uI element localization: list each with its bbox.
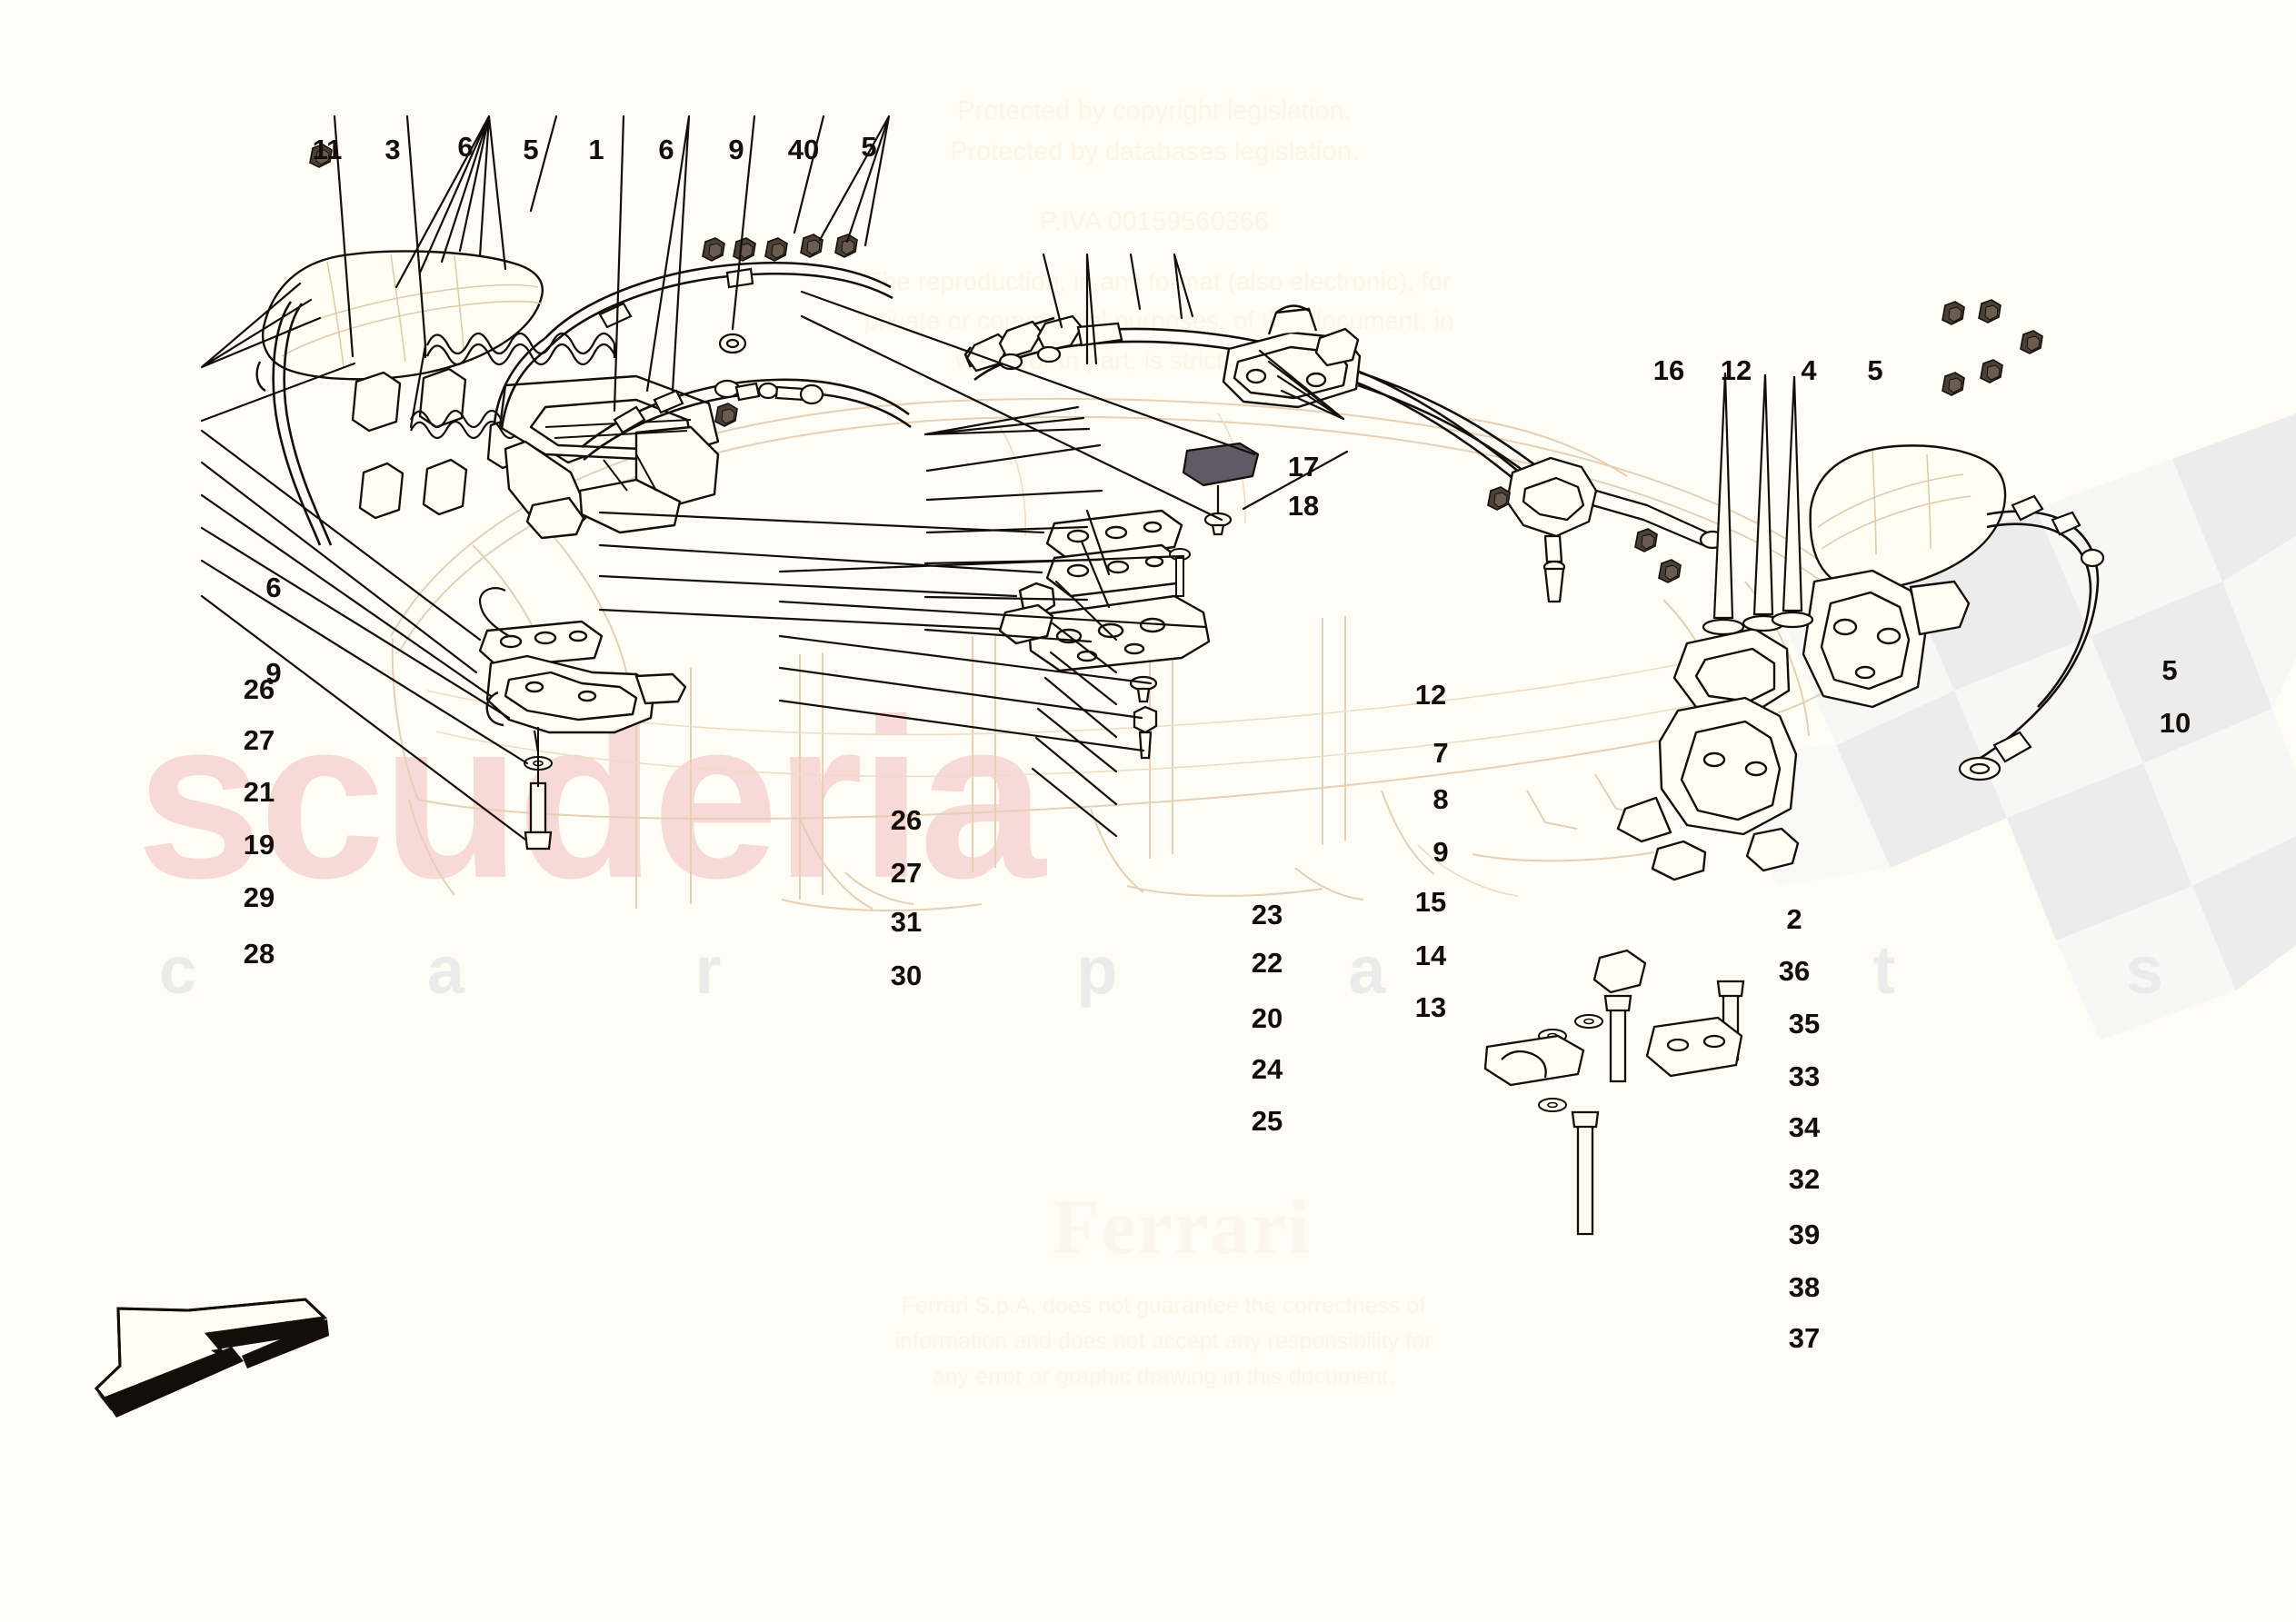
callout-38: 38 [1788, 1271, 1821, 1303]
callout-2: 2 [1786, 903, 1802, 935]
legal-copyright-text: Protected by copyright legislation. Prot… [950, 96, 1359, 166]
callout-9: 9 [1433, 836, 1449, 868]
callout-40: 40 [787, 134, 820, 165]
callout-14: 14 [1414, 940, 1447, 971]
callout-20: 20 [1251, 1002, 1283, 1034]
callout-35: 35 [1788, 1008, 1821, 1040]
callout-12: 12 [1720, 354, 1752, 386]
callout-5: 5 [861, 131, 877, 163]
callout-34: 34 [1788, 1111, 1821, 1143]
callout-16: 16 [1652, 354, 1685, 386]
callout-9: 9 [728, 134, 744, 165]
callout-13: 13 [1414, 991, 1447, 1023]
callout-29: 29 [243, 881, 275, 913]
callout-23: 23 [1251, 899, 1283, 930]
callout-6: 6 [658, 134, 674, 165]
callout-6: 6 [457, 131, 474, 163]
callout-15: 15 [1414, 886, 1447, 918]
legal-reproduction-text: The reproduction, in any format (also el… [863, 267, 1454, 374]
callout-28: 28 [243, 938, 275, 970]
callout-32: 32 [1788, 1163, 1821, 1195]
callout-10: 10 [2159, 707, 2191, 739]
callout-8: 8 [1433, 783, 1449, 815]
callout-33: 33 [1788, 1060, 1821, 1092]
callout-26: 26 [243, 673, 275, 705]
callout-36: 36 [1778, 955, 1811, 987]
callout-22: 22 [1251, 947, 1283, 979]
callout-25: 25 [1251, 1105, 1283, 1137]
callout-5: 5 [2161, 654, 2178, 686]
callout-26: 26 [890, 804, 923, 836]
callout-27: 27 [243, 724, 275, 756]
carparts-watermark: c a r p a r t s [159, 932, 2207, 1008]
callout-17: 17 [1287, 451, 1320, 483]
legal-vat-text: P.IVA 00159560366 [1039, 207, 1270, 236]
callout-3: 3 [384, 134, 401, 165]
callout-12: 12 [1414, 679, 1447, 711]
callout-21: 21 [243, 776, 275, 808]
callout-5: 5 [1867, 354, 1883, 386]
callout-19: 19 [243, 829, 275, 861]
callout-27: 27 [890, 857, 923, 889]
callout-4: 4 [1801, 354, 1817, 386]
callout-24: 24 [1251, 1053, 1283, 1085]
callout-18: 18 [1287, 490, 1320, 522]
ferrari-wordmark-watermark: Ferrari [1051, 1183, 1313, 1270]
callout-39: 39 [1788, 1219, 1821, 1250]
callout-31: 31 [890, 906, 923, 938]
orientation-arrow [94, 1298, 329, 1418]
callout-30: 30 [890, 960, 923, 991]
callout-1: 1 [588, 134, 604, 165]
callout-9: 9 [265, 657, 282, 689]
legal-disclaimer-text: Ferrari S.p.A. does not guarantee the co… [894, 1293, 1433, 1389]
callout-11: 11 [312, 134, 343, 165]
callout-37: 37 [1788, 1322, 1821, 1354]
callout-7: 7 [1433, 737, 1449, 769]
callout-5: 5 [523, 134, 539, 165]
callout-6: 6 [265, 572, 282, 603]
